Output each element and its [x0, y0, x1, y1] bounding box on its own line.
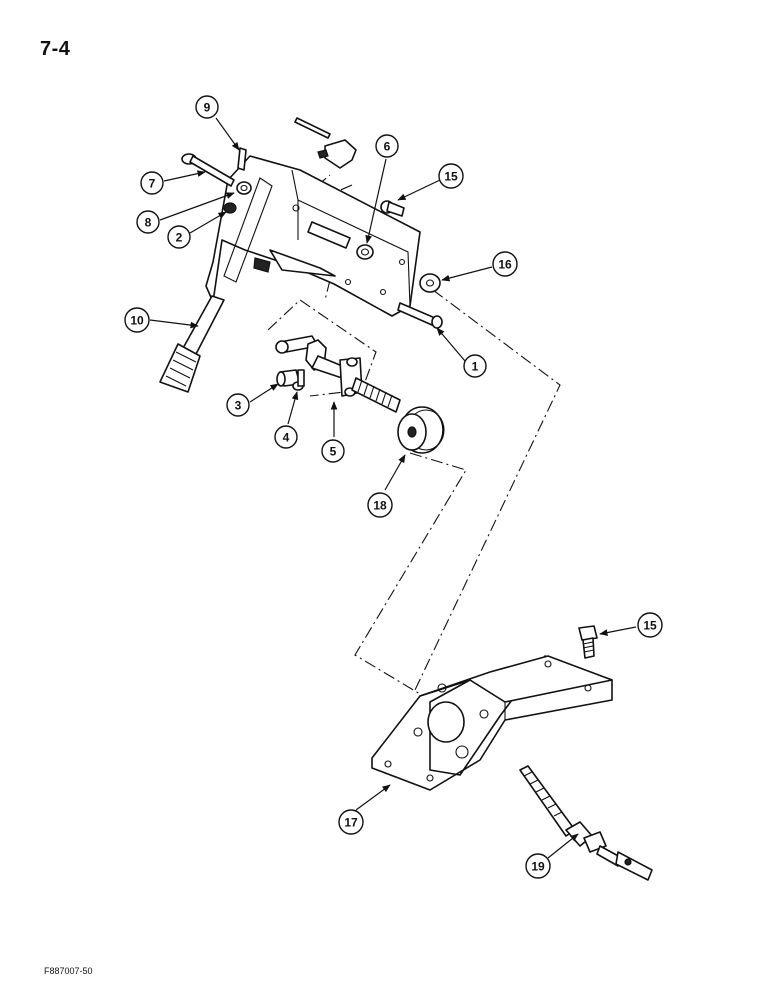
callout-1: 1: [463, 354, 487, 378]
callout-6: 6: [375, 134, 399, 158]
callout-15-lower: 15: [637, 612, 663, 638]
switch-assembly: [294, 117, 357, 169]
callout-15-upper-label: 15: [444, 170, 458, 184]
cable-19: [519, 765, 653, 881]
callout-15-upper: 15: [438, 163, 464, 189]
callout-3-label: 3: [235, 399, 242, 413]
leader-lines: [149, 117, 637, 859]
bolt-15-upper: [380, 200, 405, 217]
bolt-15-lower: [578, 625, 598, 659]
callout-2-label: 2: [176, 231, 183, 245]
callout-9-label: 9: [204, 101, 211, 115]
callout-5: 5: [321, 439, 345, 463]
washer-16: [419, 273, 441, 293]
lever-bracket: [159, 155, 421, 393]
nut-2: [223, 202, 237, 214]
lower-bracket-17: [371, 655, 613, 791]
callout-17: 17: [338, 809, 364, 835]
callout-7-label: 7: [149, 177, 156, 191]
callout-8-label: 8: [145, 216, 152, 230]
cotter-pin-9: [237, 147, 247, 171]
callout-17-label: 17: [344, 816, 358, 830]
callout-19: 19: [525, 853, 551, 879]
callout-10: 10: [124, 307, 150, 333]
callout-4-label: 4: [283, 431, 290, 445]
callout-5-label: 5: [330, 445, 337, 459]
page-number: 7-4: [40, 38, 71, 60]
callout-1-label: 1: [472, 360, 479, 374]
callout-15-lower-label: 15: [643, 619, 657, 633]
bolt-1: [397, 302, 443, 329]
callout-18-label: 18: [373, 499, 387, 513]
callout-7: 7: [140, 171, 164, 195]
callout-18: 18: [367, 492, 393, 518]
pulley-18: [397, 406, 445, 454]
callout-2: 2: [167, 225, 191, 249]
callout-6-label: 6: [384, 140, 391, 154]
callout-10-label: 10: [130, 314, 144, 328]
callout-16: 16: [492, 251, 518, 277]
callout-4: 4: [274, 425, 298, 449]
figure-code: F887007-50: [44, 966, 93, 976]
yoke-assembly: [275, 335, 401, 413]
callout-19-label: 19: [531, 860, 545, 874]
callout-9: 9: [195, 95, 219, 119]
callout-8: 8: [136, 210, 160, 234]
bolt-7: [181, 153, 235, 187]
callout-3: 3: [226, 393, 250, 417]
washer-8: [236, 181, 252, 195]
callout-16-label: 16: [498, 258, 512, 272]
